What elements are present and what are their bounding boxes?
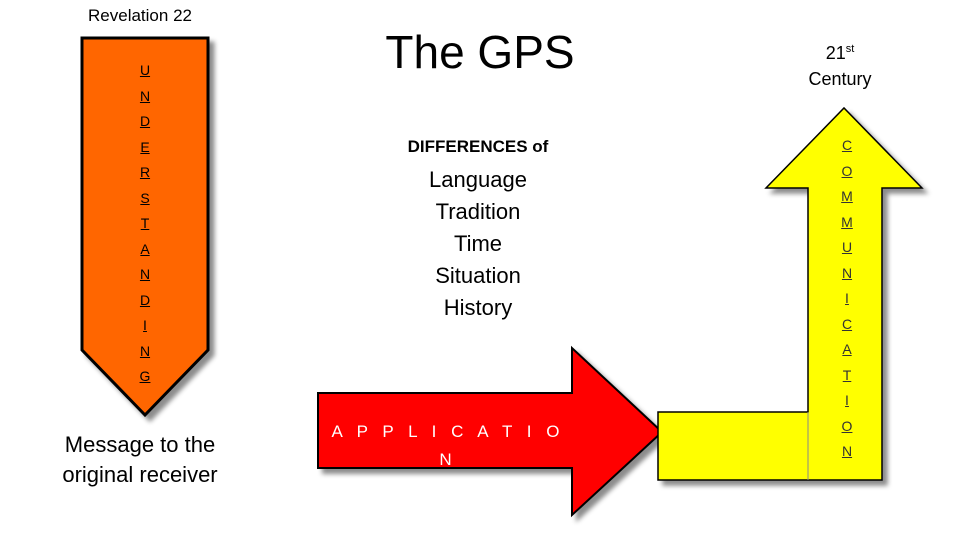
difference-item: Situation — [435, 263, 521, 288]
difference-item: Time — [453, 231, 503, 256]
slide-title: The GPS — [385, 26, 575, 78]
understanding-letter: T — [140, 215, 150, 231]
understanding-letter: U — [139, 62, 151, 78]
communication-vertical-text: C O M M U N I C A T I O N — [832, 133, 862, 465]
understanding-letter: D — [139, 113, 151, 129]
application-text: A P P L I C A T I O N — [331, 422, 565, 469]
receiver-label: Message to the original receiver — [40, 430, 240, 490]
understanding-letter: N — [139, 342, 151, 359]
understanding-letter: N — [139, 87, 151, 104]
understanding-arrow-shape — [80, 36, 210, 418]
understanding-letter: G — [139, 368, 151, 384]
understanding-letter: I — [143, 317, 147, 333]
communication-letter: A — [842, 341, 852, 357]
communication-letter: N — [841, 264, 853, 281]
communication-letter: N — [841, 443, 853, 459]
communication-arrow-shape — [657, 106, 924, 481]
understanding-letter: S — [140, 189, 150, 206]
communication-letter: I — [845, 392, 849, 408]
communication-letter: M — [841, 188, 853, 204]
communication-letter: C — [841, 137, 853, 153]
differences-list: Language Tradition Time Situation Histor… — [340, 164, 616, 324]
differences-block: DIFFERENCES of Language Tradition Time S… — [340, 132, 616, 324]
understanding-letter: E — [140, 138, 150, 155]
application-arrow-shape — [317, 345, 664, 518]
communication-letter: U — [841, 239, 853, 255]
communication-letter: O — [841, 417, 853, 434]
target-label: 21st Century — [780, 36, 900, 92]
understanding-letter: R — [139, 164, 151, 180]
understanding-letter: D — [139, 291, 151, 308]
communication-letter: C — [841, 315, 853, 332]
understanding-letter: N — [139, 266, 151, 282]
target-label-line2: Century — [808, 69, 872, 89]
understanding-letter: A — [140, 240, 150, 257]
communication-letter: I — [845, 290, 849, 306]
communication-letter: M — [841, 213, 853, 230]
difference-item: Language — [429, 167, 527, 192]
differences-heading: DIFFERENCES of — [407, 137, 549, 156]
difference-item: Tradition — [435, 199, 521, 224]
receiver-label-line2: original receiver — [62, 462, 218, 487]
communication-letter: T — [842, 366, 852, 383]
source-label: Revelation 22 — [88, 6, 192, 25]
difference-item: History — [443, 295, 513, 320]
receiver-label-line1: Message to the — [64, 432, 216, 457]
target-label-number: 21 — [825, 43, 846, 63]
understanding-vertical-text: U N D E R S T A N D I N G — [130, 58, 160, 390]
communication-letter: O — [841, 162, 853, 179]
target-label-suffix: st — [845, 43, 855, 55]
